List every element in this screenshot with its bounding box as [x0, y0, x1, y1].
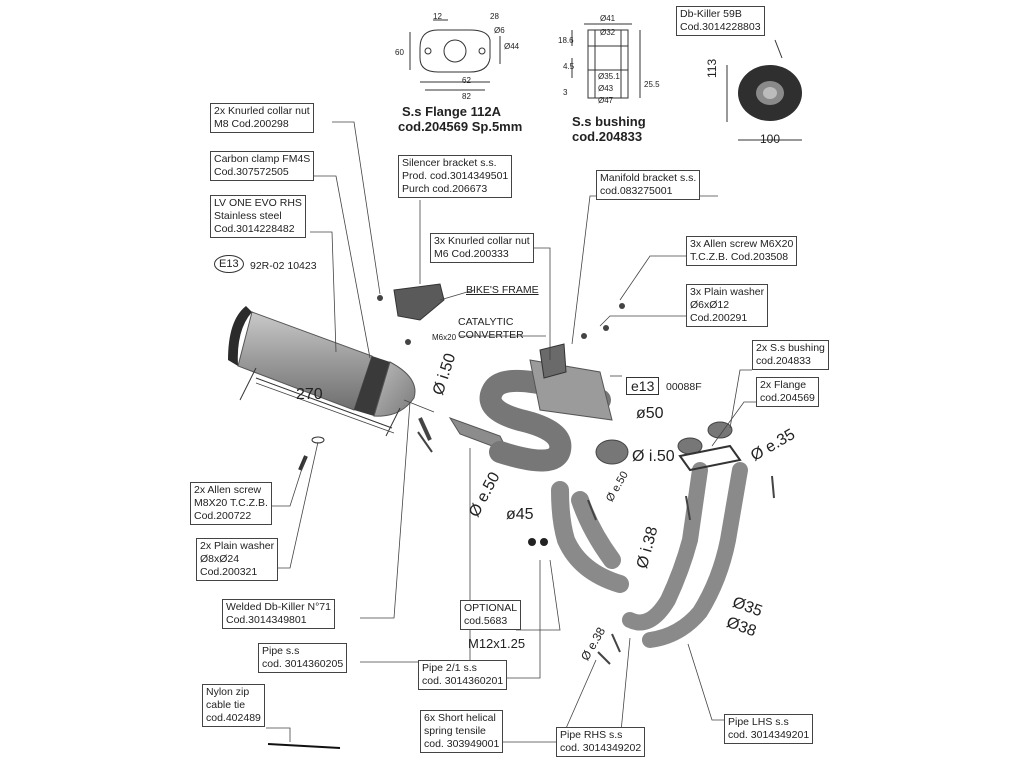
flange-drawing-title: S.s Flange 112A	[402, 104, 501, 119]
callout-manifold-bracket: Manifold bracket s.s.cod.083275001	[596, 170, 701, 200]
dbkiller-dim-100: 100	[760, 132, 781, 146]
label-m6x20: M6x20	[432, 333, 457, 342]
e13-code-left: 92R-02 10423	[250, 260, 317, 272]
e13-mark-left: E13	[214, 255, 244, 273]
flange-dim-60: 60	[395, 48, 404, 57]
flange-dim-12: 12	[433, 12, 442, 21]
flange-dim-82: 82	[462, 92, 471, 101]
e13-mark-right: e13	[626, 377, 660, 395]
silencer-body	[228, 306, 416, 437]
label-bikes-frame: BIKE'S FRAME	[466, 284, 539, 296]
bushing-dim-351: Ø35.1	[598, 72, 620, 81]
dim-silencer-length: 270	[296, 386, 323, 403]
label-m12: M12x1.25	[468, 636, 526, 651]
flange-bushing-parts	[677, 421, 742, 472]
nylon-tie-part	[267, 743, 341, 749]
dim-d45: ø45	[506, 506, 534, 523]
header-pipes	[622, 462, 748, 648]
dbkiller-dim-113: 113	[705, 58, 719, 78]
bushing-dim-47: Ø47	[598, 96, 614, 105]
manifold-bracket-part	[539, 303, 625, 379]
springs-parts	[417, 431, 775, 665]
dbkiller-59b-drawing	[726, 39, 802, 141]
bushing-dim-3: 3	[563, 88, 568, 97]
bushing-dim-255: 25.5	[644, 80, 660, 89]
silencer-bracket-part	[377, 283, 445, 345]
dim-i150-b: Ø i.50	[632, 448, 675, 465]
flange-dim-62: 62	[462, 76, 471, 85]
bushing-drawing-code: cod.204833	[572, 129, 643, 144]
e13-code-right: 00088F	[666, 381, 702, 393]
bushing-dim-41: Ø41	[600, 14, 616, 23]
flange-dim-hole: Ø6	[494, 26, 505, 35]
catalytic-s-pipe	[479, 369, 611, 472]
flange-dim-28: 28	[490, 12, 499, 21]
bushing-dim-186: 18.6	[558, 36, 574, 45]
bushing-dim-43: Ø43	[598, 84, 614, 93]
flange-technical-drawing	[409, 19, 501, 91]
pipe-21-part	[551, 481, 629, 593]
callout-silencer-bracket: Silencer bracket s.s.Prod. cod.301434950…	[398, 155, 513, 198]
bushing-dim-32: Ø32	[600, 28, 616, 37]
bushing-technical-drawing	[571, 23, 641, 99]
flange-drawing-code: cod.204569 Sp.5mm	[398, 119, 523, 134]
dim-d50: ø50	[636, 405, 664, 422]
bushing-dim-45: 4.5	[563, 62, 575, 71]
flange-dim-44: Ø44	[504, 42, 520, 51]
bushing-drawing-title: S.s bushing	[572, 114, 646, 129]
